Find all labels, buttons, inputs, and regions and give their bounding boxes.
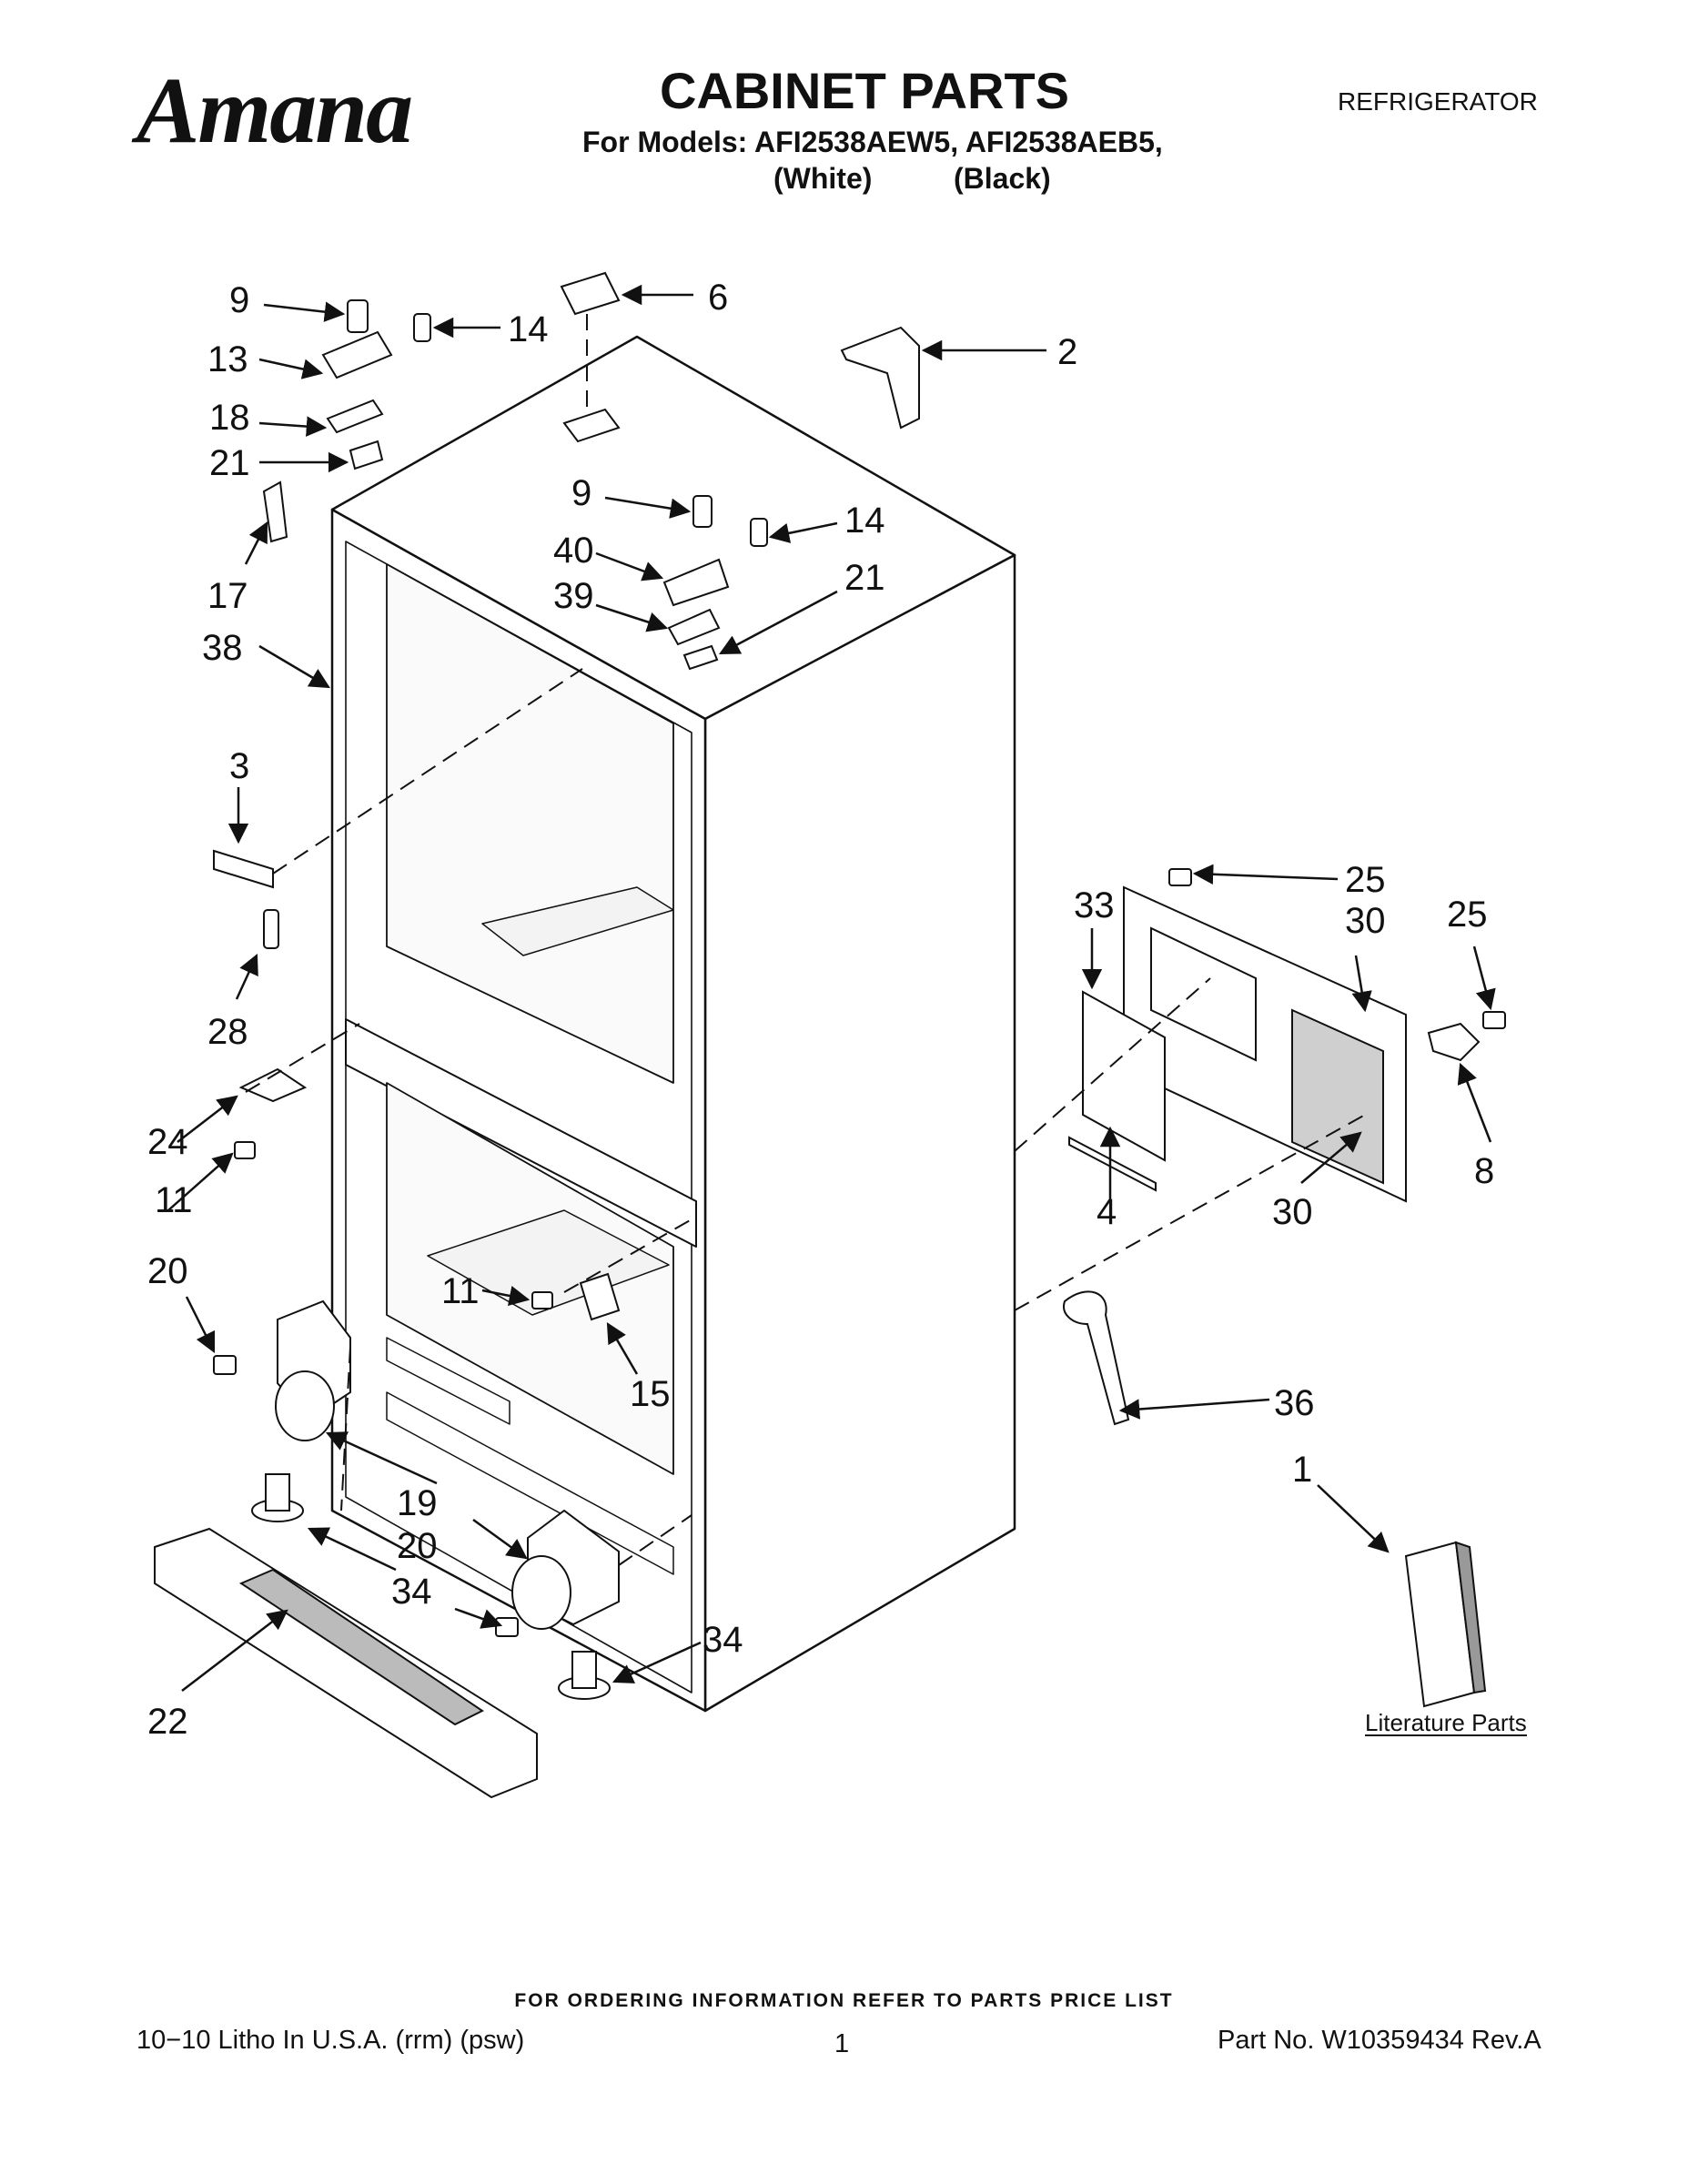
- ordering-note: FOR ORDERING INFORMATION REFER TO PARTS …: [514, 1990, 1174, 2011]
- variant-white: (White): [773, 162, 873, 195]
- callout-6: 6: [708, 278, 728, 318]
- part-screw-9b: [692, 495, 713, 528]
- part-hinge-cover-13: [321, 330, 393, 379]
- callout-15: 15: [630, 1374, 671, 1414]
- part-hinge-39: [667, 608, 721, 646]
- callout-4: 4: [1097, 1192, 1117, 1232]
- callout-25: 25: [1345, 860, 1386, 900]
- callout-30: 30: [1345, 901, 1386, 941]
- callout-17: 17: [207, 576, 248, 616]
- part-screw-20b: [495, 1617, 519, 1637]
- callout-19: 19: [397, 1483, 438, 1523]
- callout-14-right: 14: [844, 500, 885, 541]
- callout-28: 28: [207, 1012, 248, 1052]
- variant-black: (Black): [954, 162, 1051, 195]
- page-number: 1: [834, 2029, 850, 2058]
- callout-39: 39: [553, 576, 594, 616]
- callout-11-freezer: 11: [441, 1271, 480, 1311]
- callout-14: 14: [508, 309, 549, 349]
- part-water-tube-2: [840, 326, 920, 430]
- callout-25-right: 25: [1447, 895, 1488, 935]
- part-screw-11a: [234, 1141, 256, 1159]
- callout-1: 1: [1292, 1450, 1312, 1490]
- part-hinge-cover-40: [662, 558, 730, 607]
- assembly-lines: [245, 314, 1366, 1566]
- callout-40: 40: [553, 531, 594, 571]
- callout-34: 34: [391, 1572, 432, 1612]
- part-literature-spine: [1454, 1541, 1487, 1694]
- part-roller-wheel-19b: [511, 1555, 571, 1630]
- callout-8: 8: [1474, 1151, 1494, 1191]
- callout-9: 9: [229, 280, 249, 320]
- freezer-basket: [427, 1209, 670, 1316]
- part-toe-grille-22: [154, 1527, 538, 1799]
- part-cover-6: [560, 271, 621, 316]
- callout-13: 13: [207, 339, 248, 379]
- part-clip-15: [579, 1272, 621, 1321]
- literature-parts-label: Literature Parts: [1365, 1709, 1527, 1736]
- callout-38: 38: [202, 628, 243, 668]
- part-strip-4: [1068, 1136, 1157, 1192]
- crisper-shelf: [481, 886, 674, 956]
- part-toe-grille-vents: [238, 1568, 484, 1726]
- part-screw-14b: [750, 518, 768, 547]
- models-line: For Models: AFI2538AEW5, AFI2538AEB5,: [582, 126, 1163, 158]
- callout-30-lower: 30: [1272, 1192, 1313, 1232]
- callout-9-right: 9: [571, 473, 591, 513]
- callout-21: 21: [209, 443, 250, 483]
- page-title: CABINET PARTS: [659, 62, 1070, 119]
- callout-34-right: 34: [702, 1620, 743, 1660]
- small-parts: [154, 271, 1506, 1799]
- part-leveler-stem-34a: [265, 1473, 290, 1512]
- part-roller-wheel-19a: [275, 1370, 335, 1441]
- cabinet-shell: [330, 335, 1016, 1713]
- center-mullion: [345, 1018, 697, 1248]
- callout-21-right: 21: [844, 558, 885, 598]
- callout-labels: 9 14 6 2 13 18 21 17 38 9 14 40 39 21 3 …: [147, 278, 1494, 1742]
- brand-logo: Amana: [136, 58, 413, 163]
- cabinet-side-face: [703, 553, 1016, 1713]
- callout-36: 36: [1274, 1383, 1315, 1423]
- callout-22: 22: [147, 1702, 188, 1742]
- part-bracket-17: [262, 480, 288, 543]
- callout-18: 18: [209, 398, 250, 438]
- callout-20: 20: [147, 1251, 188, 1291]
- part-shim-21a: [349, 440, 384, 470]
- toe-rail-slot-upper: [386, 1337, 510, 1425]
- leader-lines: [167, 284, 1496, 1692]
- appliance-category: REFRIGERATOR: [1338, 87, 1538, 116]
- part-filter-pad-33: [1082, 990, 1166, 1162]
- callout-11: 11: [155, 1180, 193, 1220]
- litho-info: 10−10 Litho In U.S.A. (rrm) (psw): [136, 2026, 525, 2055]
- part-screw-11b: [531, 1291, 553, 1309]
- part-screw-9a: [347, 299, 369, 333]
- part-tool-36: [1063, 1290, 1130, 1426]
- callout-3: 3: [229, 746, 249, 786]
- part-plate-6-mount: [562, 408, 621, 443]
- part-screw-14a: [413, 313, 431, 342]
- callout-20-lower: 20: [397, 1526, 438, 1566]
- part-shim-21b: [682, 644, 719, 671]
- part-clamp-8: [1427, 1022, 1481, 1062]
- part-access-cover-opening: [1150, 926, 1257, 1062]
- toe-rail-slot-lower: [386, 1391, 674, 1575]
- callout-2: 2: [1057, 332, 1077, 372]
- callout-24: 24: [147, 1122, 188, 1162]
- part-hinge-18: [326, 399, 384, 434]
- part-screw-25b: [1482, 1011, 1506, 1029]
- part-number: Part No. W10359434 Rev.A: [1218, 2026, 1541, 2055]
- part-bracket-3: [213, 849, 274, 889]
- part-screw-28: [263, 909, 279, 949]
- part-leveler-stem-34b: [571, 1651, 597, 1689]
- part-clip-24: [238, 1067, 308, 1103]
- fresh-food-compartment: [386, 563, 674, 1084]
- part-screw-25a: [1168, 868, 1192, 886]
- callout-33: 33: [1074, 885, 1115, 925]
- part-screw-20a: [213, 1355, 237, 1375]
